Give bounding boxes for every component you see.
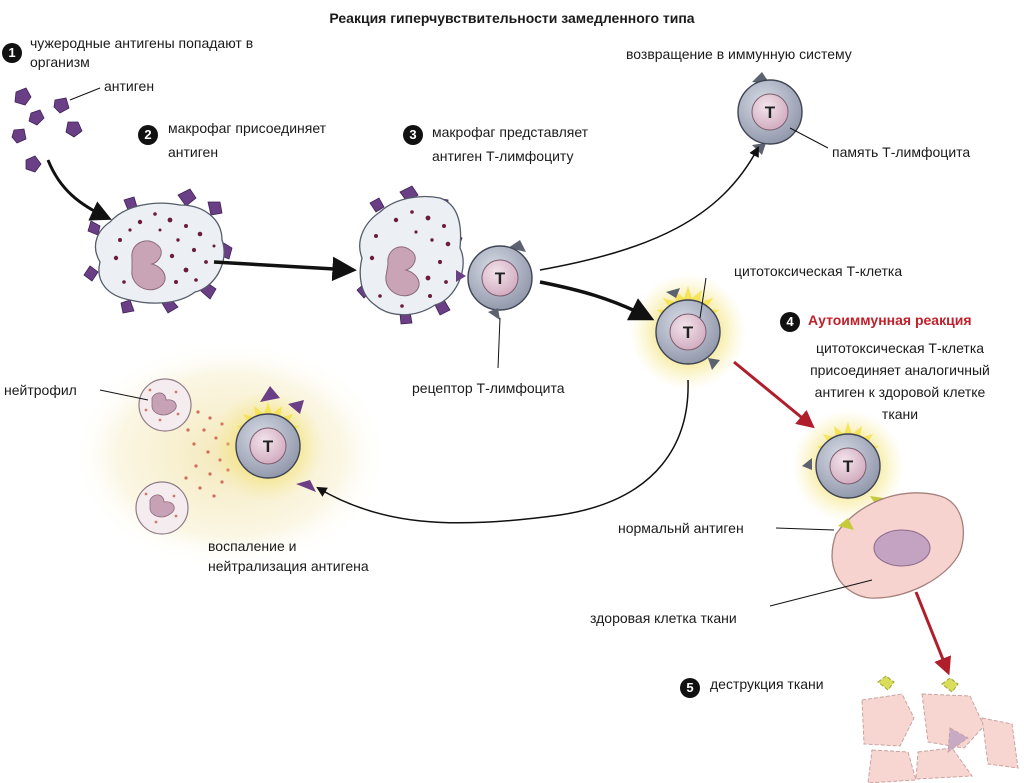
- step-3-badge: 3: [403, 125, 423, 145]
- cytotoxic-t-cell-letter: Т: [683, 323, 694, 342]
- diagram-title: Реакция гиперчувствительности замедленно…: [329, 10, 695, 26]
- step-4-line1: цитотоксическая Т-клетка: [815, 340, 985, 356]
- macrophage-1-granules: [113, 212, 216, 284]
- arrow-antigen-to-macrophage: [46, 159, 112, 221]
- step-3-text-line2: антиген Т-лимфоциту: [432, 148, 574, 164]
- normal-antigen-label: нормальнй антиген: [618, 520, 744, 536]
- healthy-tissue-cell: [831, 492, 964, 599]
- step-2-badge: 2: [138, 125, 158, 145]
- step-2-text-line2: антиген: [168, 144, 219, 160]
- step-4-line3: антиген к здоровой клетке: [814, 384, 986, 400]
- inflammation-t-cell-letter: Т: [263, 437, 274, 456]
- arrow-to-memory: [539, 146, 759, 271]
- t-cell-presented-letter: Т: [495, 269, 506, 288]
- step-1-badge: 1: [2, 43, 22, 63]
- inflammation-label-line2: нейтрализация антигена: [208, 558, 369, 574]
- leader-lines: [69, 87, 873, 607]
- arrow-to-inflammation: [316, 379, 689, 524]
- macrophage-2-nucleus: [385, 246, 420, 297]
- t-cell-presented: Т: [456, 240, 533, 320]
- antigen-label: антиген: [104, 78, 155, 94]
- autoimmune-t-cell-letter: Т: [843, 457, 854, 476]
- step-4-line2: присоединяет аналогичный: [810, 362, 990, 378]
- autoimmune-t-cell: Т: [792, 410, 904, 522]
- step-5-text: деструкция ткани: [710, 676, 824, 692]
- macrophage-2-granules: [369, 210, 451, 308]
- neutrophil-label: нейтрофил: [4, 382, 77, 398]
- macrophage-1: [83, 188, 233, 314]
- return-immune-label: возвращение в иммунную систему: [626, 46, 852, 62]
- arrow-destruction: [914, 591, 952, 676]
- step-3-text-line1: макрофаг представляет: [432, 124, 589, 140]
- step-4-title: Аутоиммунная реакция: [808, 312, 972, 328]
- neutrophil-2: [135, 481, 189, 535]
- cytotoxic-t-label: цитотоксическая Т-клетка: [734, 263, 903, 279]
- step-5-badge: 5: [680, 678, 700, 698]
- step-1-text-line1: чужеродные антигены попадают в: [30, 35, 254, 51]
- arrow-to-cytotoxic: [539, 280, 655, 321]
- arrow-macrophage-to-presentation: [213, 256, 357, 282]
- step-2-text-line1: макрофаг присоединяет: [168, 120, 327, 136]
- step-1-text-line2: организм: [30, 54, 90, 70]
- memory-t-label: память Т-лимфоцита: [832, 144, 971, 160]
- t-receptor-label: рецептор Т-лимфоцита: [412, 380, 565, 396]
- step-4-badge: 4: [780, 312, 800, 332]
- neutrophil-1: [138, 378, 192, 432]
- healthy-cell-label: здоровая клетка ткани: [590, 610, 737, 626]
- memory-t-cell-letter: Т: [765, 103, 776, 122]
- cytotoxic-t-cell: Т: [630, 274, 746, 390]
- free-antigens: [11, 87, 83, 173]
- inflammation-t-cell: Т: [212, 386, 324, 502]
- step-4-line4: ткани: [881, 406, 919, 422]
- memory-t-cell: Т: [737, 72, 803, 155]
- destroyed-tissue: [861, 675, 1019, 783]
- inflammation-label-line1: воспаление и: [208, 538, 297, 554]
- arrow-autoimmune: [733, 360, 815, 429]
- macrophage-1-nucleus: [131, 240, 166, 291]
- macrophage-2: [356, 185, 464, 325]
